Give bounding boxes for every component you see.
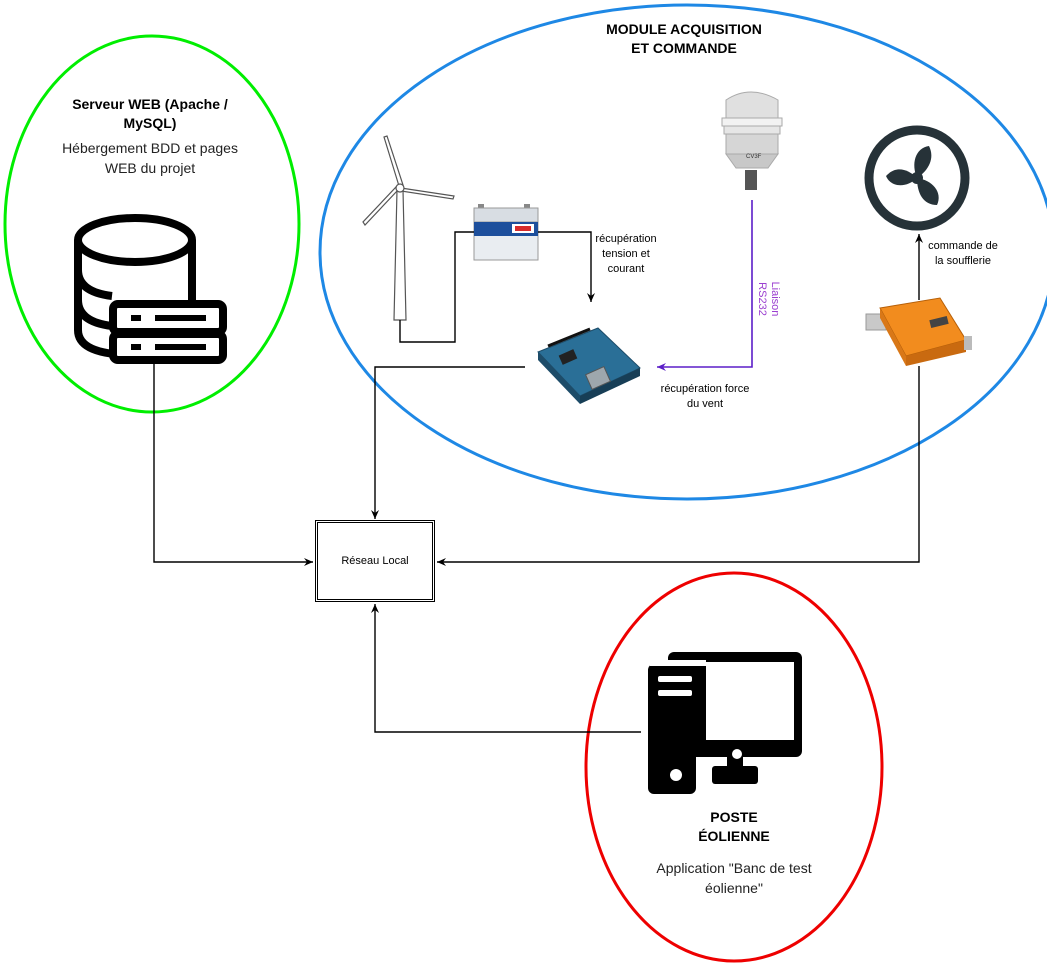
arduino-ethernet-icon (537, 327, 641, 404)
server-title: Serveur WEB (Apache / MySQL) (72, 96, 228, 131)
server-subtitle: Hébergement BDD et pages WEB du projet (62, 140, 238, 176)
edge-rs232 (657, 200, 753, 371)
module-ellipse (318, 3, 1047, 501)
io-module-icon (865, 297, 972, 366)
server-ellipse (3, 34, 301, 414)
poste-subtitle: Application "Banc de test éolienne" (656, 860, 812, 896)
edge-io-network (437, 366, 920, 566)
svg-text:CV3F: CV3F (746, 154, 762, 160)
network-label: Réseau Local (341, 555, 409, 567)
network-node: Réseau Local (315, 520, 435, 602)
wind-turbine-icon (362, 135, 455, 321)
edge-battery-arduino (538, 231, 595, 302)
edge-label-tension-courant: récupération tension et courant (595, 233, 657, 275)
edge-computer-network (371, 604, 641, 733)
desktop-computer-icon (648, 652, 802, 794)
poste-title: POSTE ÉOLIENNE (698, 809, 770, 844)
edge-turbine-battery (399, 231, 474, 343)
edge-label-soufflerie: commande de la soufflerie (928, 240, 998, 267)
edge-label-force-vent: récupération force du vent (660, 383, 750, 410)
database-server-icon (74, 214, 227, 364)
poste-ellipse (584, 571, 884, 963)
edge-label-rs232: Liaison RS232 (756, 281, 781, 317)
anemometer-icon: CV3F (721, 91, 783, 190)
battery-icon (473, 204, 539, 261)
edge-server-network (153, 363, 313, 566)
module-title: MODULE ACQUISITION ET COMMANDE (606, 21, 762, 56)
edge-arduino-network (371, 366, 525, 519)
fan-icon (864, 125, 970, 231)
